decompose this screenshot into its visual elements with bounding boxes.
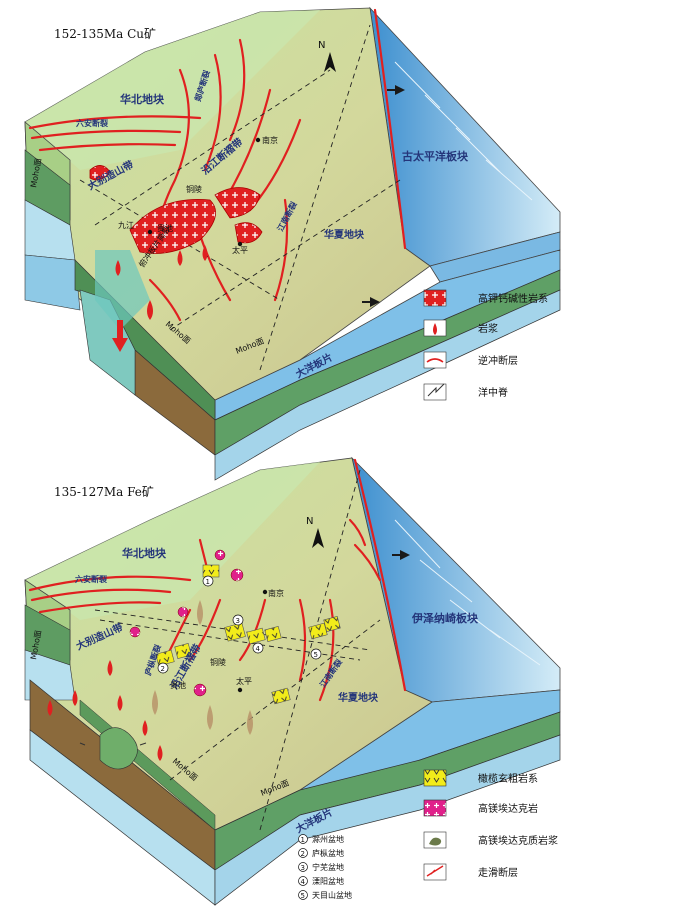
- label-guichi-bottom: 贵池: [170, 680, 186, 690]
- svg-text:2: 2: [301, 850, 305, 858]
- cross-pattern-icon: [423, 289, 447, 307]
- bottom-adakite-bodies: [129, 549, 244, 697]
- svg-text:1: 1: [206, 578, 210, 586]
- basin-label: 庐枞盆地: [312, 848, 344, 858]
- strike-slip-icon: [426, 865, 444, 877]
- label-tongling-bottom: 铜陵: [210, 657, 226, 667]
- legend-label-thrust: 逆冲断层: [478, 354, 518, 367]
- legend-label-shoshonite: 橄榄玄粗岩系: [478, 772, 538, 785]
- magma-blob-icon: [429, 837, 442, 846]
- cross-pattern-icon-magenta: [423, 799, 447, 817]
- legend-label-adakitic-magma: 高镁埃达克质岩浆: [478, 834, 558, 847]
- label-north-china: 华北地块: [120, 92, 165, 106]
- top-panel: 152-135Ma Cu矿: [24, 6, 561, 481]
- legend-label-adakite: 高镁埃达克岩: [478, 802, 538, 815]
- label-nanjing-bottom: 南京: [268, 588, 284, 598]
- bottom-panel: 135-127Ma Fe矿: [24, 456, 561, 906]
- svg-text:N: N: [306, 516, 313, 527]
- top-upwelling-arrow: [112, 320, 128, 352]
- label-luan-fault-bottom: 六安断裂: [75, 574, 107, 584]
- bottom-north-arrow-icon: N: [306, 516, 324, 548]
- svg-text:4: 4: [256, 645, 261, 653]
- label-south-china-bottom: 华夏地块: [338, 691, 379, 704]
- label-taiping-bottom: 太平: [236, 676, 252, 686]
- top-legend: 高钾钙碱性岩系 岩浆 逆冲断层 洋中脊: [423, 289, 548, 401]
- label-izanagi-plate: 伊泽纳崎板块: [411, 611, 479, 625]
- svg-text:N: N: [318, 40, 325, 51]
- label-pacific-plate: 古太平洋板块: [402, 149, 469, 163]
- svg-text:1: 1: [301, 836, 305, 844]
- bottom-magma-drops: [47, 660, 163, 761]
- legend-label-strike-slip: 走滑断层: [478, 866, 518, 879]
- label-luan-fault: 六安断裂: [76, 118, 108, 128]
- svg-text:3: 3: [236, 617, 240, 625]
- ridge-icon: [427, 383, 445, 397]
- bottom-legend: 橄榄玄粗岩系 高镁埃达克岩 高镁埃达克质岩浆 走滑断层: [423, 769, 558, 881]
- svg-text:5: 5: [314, 651, 318, 659]
- legend-label-ridge: 洋中脊: [478, 386, 508, 399]
- basin-label: 天目山盆地: [312, 890, 352, 900]
- svg-text:3: 3: [301, 864, 305, 872]
- label-taiping: 太平: [232, 245, 248, 255]
- svg-text:2: 2: [161, 665, 165, 673]
- label-nanjing: 南京: [262, 135, 278, 145]
- basin-list: 1 滁州盆地 2 庐枞盆地 3 宁芜盆地 4 溧阳盆地 5 天目山盆地: [298, 834, 352, 900]
- basin-label: 滁州盆地: [312, 834, 344, 844]
- bottom-mantle-blob: [99, 727, 138, 770]
- top-magma-drops: [115, 245, 208, 320]
- top-north-arrow-icon: N: [318, 40, 336, 72]
- thrust-fault-icon: [426, 358, 444, 363]
- top-calc-alkaline-bodies: [89, 165, 263, 254]
- bottom-panel-title: 135-127Ma Fe矿: [54, 485, 154, 499]
- bottom-shoshonite-bodies: [155, 564, 341, 705]
- label-south-china-top: 华夏地块: [324, 228, 365, 241]
- legend-label-magma: 岩浆: [478, 322, 498, 335]
- label-tongling: 铜陵: [186, 184, 202, 194]
- top-panel-title: 152-135Ma Cu矿: [54, 27, 156, 41]
- label-north-china-bottom: 华北地块: [122, 546, 167, 560]
- basin-markers: 1 2 3 4 5: [157, 575, 322, 674]
- magma-drop-icon: [433, 323, 437, 335]
- svg-text:4: 4: [301, 878, 306, 886]
- label-jiujiang: 九江: [118, 221, 134, 230]
- legend-label-calc-alkaline: 高钾钙碱性岩系: [478, 292, 548, 305]
- label-guichi: 贵池: [157, 223, 173, 233]
- v-pattern-icon: [423, 769, 447, 787]
- basin-label: 宁芜盆地: [312, 862, 344, 872]
- svg-text:5: 5: [301, 892, 305, 900]
- basin-label: 溧阳盆地: [312, 876, 344, 886]
